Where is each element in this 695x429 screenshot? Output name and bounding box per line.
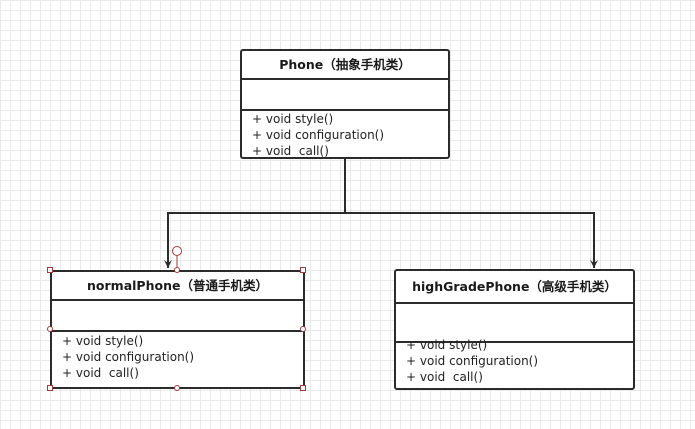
resize-handle-bottom-right[interactable] [300, 385, 306, 391]
operation-configuration: + void configuration() [406, 354, 539, 368]
resize-handle-top-left[interactable] [47, 267, 53, 273]
operation-configuration: + void configuration() [252, 128, 385, 142]
operation-call: + void call() [62, 366, 139, 380]
operation-configuration: + void configuration() [62, 350, 195, 364]
resize-handle-right[interactable] [300, 326, 306, 332]
class-normalphone-operations: + void style() + void configuration() + … [52, 332, 303, 381]
class-normalphone-attributes [52, 301, 303, 332]
connector-phone-to-highgradephone[interactable] [344, 158, 598, 268]
class-highgradephone-operations: + void style() + void configuration() + … [396, 337, 633, 385]
class-highgradephone-attributes [396, 304, 633, 343]
operation-style: + void style() [406, 338, 488, 352]
resize-handle-bottom[interactable] [174, 385, 180, 391]
class-phone-attributes [242, 80, 448, 111]
operation-style: + void style() [62, 334, 144, 348]
class-phone-operations: + void style() + void configuration() + … [242, 111, 448, 159]
resize-handle-top[interactable] [174, 267, 180, 273]
class-phone[interactable]: Phone（抽象手机类） + void style() + void confi… [240, 49, 450, 159]
operation-style: + void style() [252, 112, 334, 126]
resize-handle-top-right[interactable] [300, 267, 306, 273]
operation-call: + void call() [252, 144, 329, 158]
class-highgradephone-title: highGradePhone（高级手机类） [396, 271, 633, 304]
resize-handle-bottom-left[interactable] [47, 385, 53, 391]
resize-handle-left[interactable] [47, 326, 53, 332]
class-normalphone-title: normalPhone（普通手机类） [52, 272, 303, 301]
rotate-handle[interactable] [172, 246, 182, 256]
operation-call: + void call() [406, 370, 483, 384]
class-highgradephone[interactable]: highGradePhone（高级手机类） + void style() + v… [394, 269, 635, 390]
class-phone-title: Phone（抽象手机类） [242, 51, 448, 80]
